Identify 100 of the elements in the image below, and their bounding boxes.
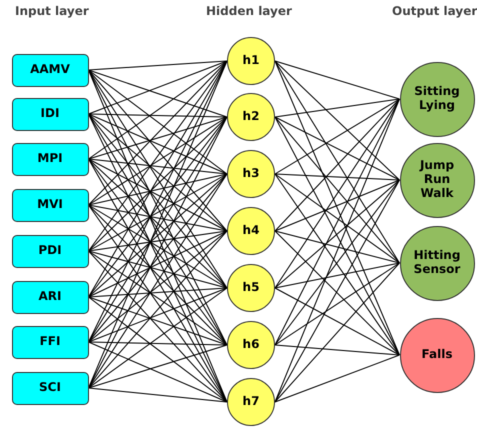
- node-label: ARI: [38, 290, 62, 304]
- connection-line: [274, 262, 400, 346]
- connection-line: [274, 180, 400, 288]
- connection-line: [88, 288, 228, 298]
- node-label: Jump Run Walk: [418, 159, 456, 201]
- connection-line: [274, 288, 400, 356]
- connection-line: [274, 180, 400, 402]
- connection-line: [274, 262, 400, 288]
- connection-line: [88, 296, 228, 402]
- connection-line: [274, 98, 400, 402]
- node-label: h4: [242, 224, 260, 238]
- connection-line: [274, 98, 400, 174]
- connection-line: [88, 204, 228, 346]
- connection-line: [88, 116, 228, 206]
- node-label: Hitting Sensor: [412, 249, 462, 277]
- connection-line: [88, 114, 228, 174]
- connection-line: [274, 60, 400, 356]
- input-box: [12, 188, 88, 222]
- connection-line: [88, 230, 228, 342]
- layer-heading: Hidden layer: [206, 4, 292, 18]
- input-box: [12, 142, 88, 176]
- input-box: [12, 54, 88, 86]
- node-label: IDI: [40, 107, 60, 121]
- connection-line: [88, 174, 228, 252]
- node-label: AAMV: [30, 63, 70, 77]
- input-box: [12, 326, 88, 358]
- input-box: [12, 280, 88, 314]
- node-label: h7: [242, 395, 260, 409]
- connection-line: [88, 116, 228, 160]
- node-label: SCI: [39, 381, 61, 395]
- connection-line: [88, 288, 228, 342]
- connection-line: [274, 230, 400, 356]
- hidden-node-circle: [227, 93, 275, 141]
- connection-line: [88, 158, 228, 174]
- connection-line: [274, 60, 400, 264]
- connection-line: [274, 60, 400, 100]
- layer-heading: Output layer: [392, 4, 477, 18]
- connection-line: [274, 174, 400, 180]
- connection-line: [88, 344, 228, 388]
- connection-line: [88, 60, 228, 160]
- hidden-node-circle: [227, 207, 275, 255]
- connection-line: [88, 60, 228, 252]
- connection-line: [88, 250, 228, 346]
- connection-line: [88, 60, 228, 70]
- connection-line: [88, 158, 228, 232]
- connection-line: [88, 230, 228, 252]
- connection-line: [88, 60, 228, 206]
- connection-line: [88, 342, 228, 402]
- connection-line: [88, 70, 228, 232]
- connection-line: [274, 230, 400, 264]
- connection-line: [88, 174, 228, 206]
- connection-line: [88, 114, 228, 118]
- connection-line: [274, 354, 400, 402]
- connection-line: [274, 174, 400, 264]
- connection-line: [88, 296, 228, 346]
- connection-line: [274, 98, 400, 288]
- connection-line: [88, 230, 228, 298]
- node-label: Falls: [420, 348, 454, 362]
- hidden-node-circle: [227, 321, 275, 369]
- node-label: Sitting Lying: [413, 85, 461, 113]
- connection-line: [274, 98, 400, 118]
- node-label: h2: [242, 110, 260, 124]
- connection-line: [274, 344, 400, 356]
- connection-line: [88, 288, 228, 388]
- connection-line: [88, 250, 228, 288]
- connection-line: [88, 204, 228, 232]
- connection-line: [274, 98, 400, 232]
- hidden-node-circle: [227, 150, 275, 198]
- connection-line: [274, 262, 400, 402]
- connection-line: [274, 60, 400, 180]
- connection-line: [88, 388, 228, 402]
- node-label: FFI: [40, 335, 60, 349]
- connection-line: [88, 174, 228, 298]
- connection-line: [274, 180, 400, 232]
- node-label: PDI: [38, 244, 62, 258]
- hidden-node-circle: [227, 264, 275, 312]
- input-box: [12, 234, 88, 268]
- layer-heading: Input layer: [15, 4, 89, 18]
- connection-line: [274, 116, 400, 264]
- connection-line: [88, 70, 228, 118]
- hidden-node-circle: [227, 37, 275, 85]
- node-label: MVI: [37, 198, 63, 212]
- input-box: [12, 98, 88, 130]
- connection-line: [88, 116, 228, 252]
- connection-line: [88, 114, 228, 232]
- node-label: h1: [242, 54, 260, 68]
- connection-line: [274, 116, 400, 180]
- connection-line: [88, 250, 228, 402]
- connection-line: [88, 70, 228, 174]
- node-label: MPI: [37, 152, 63, 166]
- connection-line: [88, 158, 228, 288]
- connection-line: [88, 204, 228, 288]
- node-label: h5: [242, 281, 260, 295]
- connection-line: [88, 60, 228, 114]
- node-label: h6: [242, 338, 260, 352]
- input-box: [12, 372, 88, 404]
- connection-line: [88, 230, 228, 388]
- hidden-node-circle: [227, 378, 275, 426]
- node-label: h3: [242, 167, 260, 181]
- connection-line: [88, 342, 228, 346]
